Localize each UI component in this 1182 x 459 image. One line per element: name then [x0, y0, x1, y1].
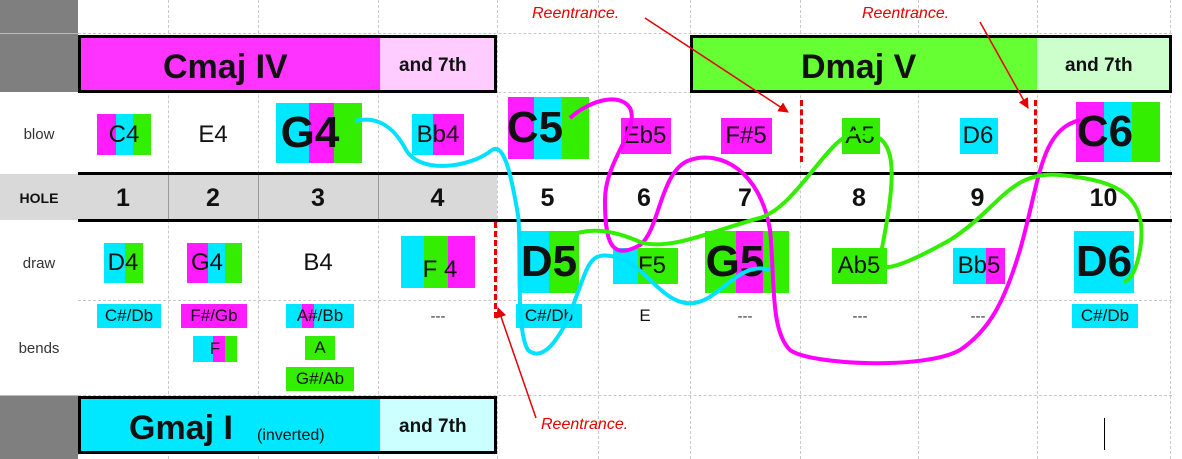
draw-note-h1: D4	[107, 249, 139, 276]
draw-note-h3: B4	[303, 249, 333, 276]
bend-h9-1: ---	[970, 307, 986, 325]
bend-h8-1: ---	[852, 307, 868, 325]
hole-number: 10	[1089, 184, 1118, 212]
chord-seventh-gmaj: and 7th	[399, 416, 467, 437]
row-label-draw: draw	[22, 255, 56, 272]
blow-note-h3: G4	[280, 108, 340, 157]
hole-number: 5	[540, 184, 555, 212]
blow-note-h1: C4	[108, 120, 140, 148]
reentrance-label: Reentrance.	[532, 5, 620, 22]
reentrance-label: Reentrance.	[541, 416, 629, 433]
bend-h1-1: C#/Db	[97, 304, 161, 328]
bend-h3-3: G#/Ab	[286, 367, 354, 391]
bend-h10-1: C#/Db	[1072, 304, 1138, 328]
bend-h6-1: E	[639, 306, 651, 325]
blow-note-h5: C5	[506, 103, 564, 152]
annotation-arrow	[979, 21, 1029, 109]
draw-note-h9: Bb5	[957, 252, 1001, 279]
draw-note-h2: G4	[190, 249, 223, 276]
chord-name-cmaj: Cmaj IV	[163, 48, 288, 86]
bend-h7-1: ---	[737, 307, 753, 325]
hole-number: 8	[852, 184, 866, 212]
gmaj-path-curve	[354, 117, 771, 356]
hole-number: 3	[258, 174, 378, 220]
chord-header-gmaj: Gmaj I (inverted) and 7th	[78, 396, 497, 454]
hole-number: 6	[637, 184, 651, 212]
chord-header-cmaj: Cmaj IV and 7th	[78, 35, 497, 93]
bend-h4-1: ---	[430, 307, 446, 325]
reentrance-label: Reentrance.	[862, 5, 950, 22]
hole-number: 9	[970, 184, 985, 212]
chord-seventh-dmaj: and 7th	[1065, 55, 1133, 76]
annotation-arrow	[496, 307, 537, 419]
draw-note-h5: D5	[520, 237, 578, 286]
hole-number: 2	[168, 174, 258, 220]
draw-note-h4: F 4	[422, 256, 458, 283]
hole-number: 1	[78, 174, 168, 220]
chord-qualifier-gmaj: (inverted)	[257, 427, 325, 444]
chord-seventh-cmaj: and 7th	[399, 55, 467, 76]
bend-h2-1: F#/Gb	[181, 304, 247, 328]
chord-name-dmaj: Dmaj V	[801, 48, 917, 86]
row-label-blow: blow	[23, 126, 55, 143]
blow-note-h2: E4	[198, 120, 228, 148]
reentrance-marker	[494, 222, 497, 318]
hole-number: 7	[738, 184, 752, 212]
reentrance-marker	[800, 100, 803, 162]
chord-header-dmaj: Dmaj V and 7th	[690, 35, 1172, 93]
blow-note-h7: F#5	[725, 122, 767, 149]
dmaj-path-curve	[567, 129, 1144, 284]
draw-note-h8: Ab5	[837, 252, 881, 279]
row-label-hole: HOLE	[19, 190, 59, 206]
blow-note-h4: Bb4	[416, 120, 460, 148]
draw-note-h10: D6	[1075, 237, 1133, 286]
hole-number: 4	[378, 174, 497, 220]
cmaj-path-curve	[568, 97, 1081, 366]
bend-h3-2: A	[305, 336, 335, 360]
row-label-bends: bends	[18, 340, 60, 357]
annotation-arrow	[644, 17, 789, 113]
chord-name-gmaj: Gmaj I	[129, 409, 233, 447]
blow-note-h10: C6	[1076, 107, 1134, 156]
reentrance-marker	[1034, 100, 1037, 162]
blow-note-h9: D6	[962, 122, 994, 149]
bend-h2-2: F	[209, 339, 221, 358]
bend-h3-1: A#/Bb	[296, 306, 344, 325]
text-cursor	[1104, 418, 1105, 450]
